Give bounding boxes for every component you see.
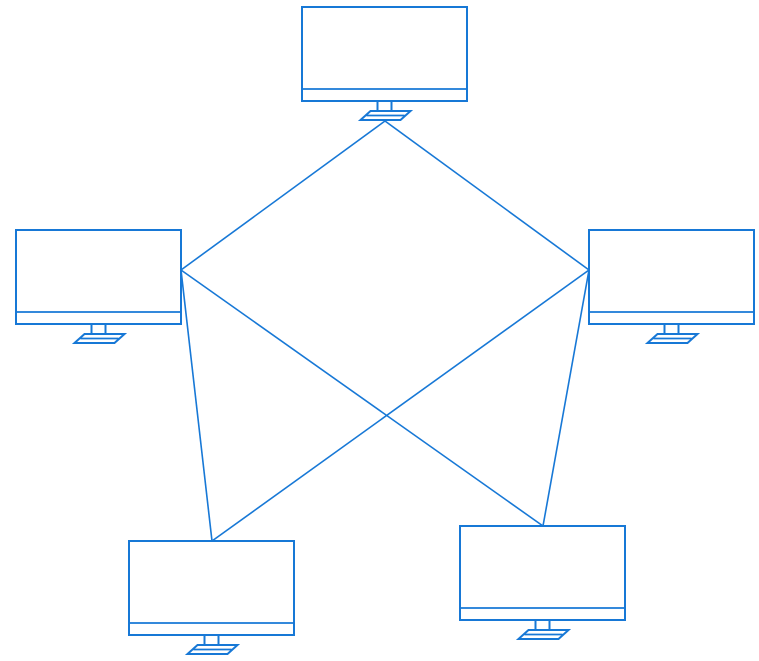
monitor-neck xyxy=(663,323,680,335)
connection-line-left-to-bottom-right xyxy=(180,269,544,527)
monitor-screen xyxy=(128,540,295,636)
connection-line-left-to-bottom-left xyxy=(180,269,213,542)
connection-line-right-to-bottom-right xyxy=(542,269,590,527)
monitor-screen xyxy=(15,229,182,325)
monitor-icon xyxy=(459,525,626,640)
connection-line-right-to-bottom-left xyxy=(211,269,590,542)
monitor-screen xyxy=(588,229,755,325)
monitor-screen xyxy=(459,525,626,621)
monitor-neck xyxy=(534,619,551,631)
monitor-icon xyxy=(128,540,295,655)
monitor-icon xyxy=(588,229,755,344)
monitor-screen xyxy=(301,6,468,102)
monitor-nodes xyxy=(15,6,755,655)
monitor-icon xyxy=(301,6,468,121)
monitor-neck xyxy=(90,323,107,335)
monitor-neck xyxy=(376,100,393,112)
monitor-icon xyxy=(15,229,182,344)
connection-line-top-to-left xyxy=(180,120,386,271)
monitor-neck xyxy=(203,634,220,646)
connection-lines xyxy=(180,120,590,542)
connection-line-top-to-right xyxy=(384,120,590,271)
